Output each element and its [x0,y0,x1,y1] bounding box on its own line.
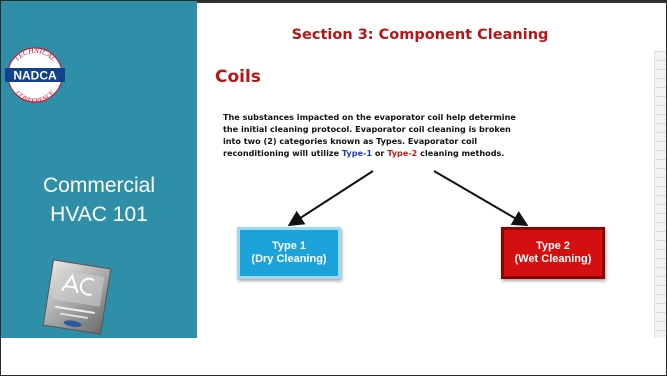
type1-box-subtitle: (Dry Cleaning) [251,253,327,265]
type1-box-title: Type 1 [271,240,307,252]
body-text-fragment: or [372,148,388,158]
arrow-to-type1 [287,170,374,227]
nadca-logo-icon: TECHNICAL NADCA CONFERENCE [5,46,65,105]
body-text-fragment: reconditioning will utilize [223,148,342,158]
acr-manual-cover-icon [42,259,112,335]
body-paragraph: The substances impacted on the evaporato… [223,111,563,159]
type1-inline-label: Type-1 [341,148,372,158]
notes-panel-edge [654,51,666,341]
course-title-line2: HVAC 101 [50,203,148,226]
logo-center-text: NADCA [13,69,57,83]
type2-wet-cleaning-box: Type 2 (Wet Cleaning) [501,227,605,279]
body-line: the initial cleaning protocol. Evaporato… [223,124,511,134]
body-line: The substances impacted on the evaporato… [223,112,516,122]
type1-dry-cleaning-box: Type 1 (Dry Cleaning) [237,227,341,279]
course-title: Commercial HVAC 101 [1,171,197,229]
arrow-to-type2 [433,170,529,227]
bottom-band [1,338,666,375]
type2-box-title: Type 2 [535,240,571,252]
body-line: reconditioning will utilize Type-1 or Ty… [223,147,563,159]
sidebar: TECHNICAL NADCA CONFERENCE Commercial HV… [1,1,197,338]
arrows-layer [287,170,529,227]
type2-inline-label: Type-2 [387,148,418,158]
top-divider [1,1,666,3]
body-text-fragment: cleaning methods. [417,148,505,158]
body-line: into two (2) categories known as Types. … [223,136,478,146]
type2-box-subtitle: (Wet Cleaning) [514,253,592,265]
slide-heading: Coils [215,67,261,87]
course-title-line1: Commercial [42,174,155,197]
section-title: Section 3: Component Cleaning [291,27,549,43]
